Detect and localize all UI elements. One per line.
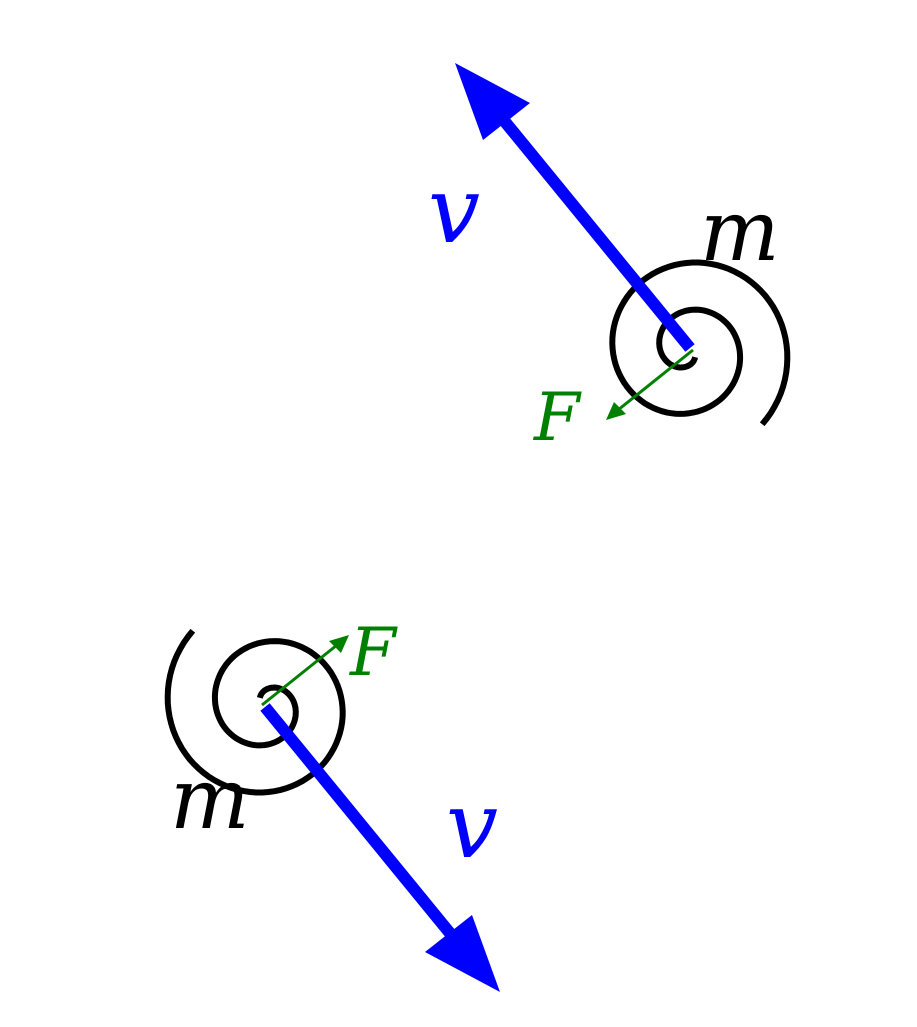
force-vector bbox=[261, 643, 338, 707]
velocity-arrowhead bbox=[455, 63, 530, 140]
force-arrowhead bbox=[606, 402, 626, 420]
force-arrowhead bbox=[329, 635, 349, 653]
body-bottom bbox=[164, 628, 500, 992]
mass-label-top: m bbox=[700, 182, 780, 280]
velocity-label-top: v bbox=[428, 157, 480, 264]
velocity-vector bbox=[492, 108, 695, 352]
spiral-mass bbox=[609, 259, 791, 427]
force-label-bottom: F bbox=[349, 614, 398, 691]
force-vector bbox=[617, 348, 694, 412]
velocity-label-bottom: v bbox=[446, 772, 498, 879]
body-top bbox=[455, 63, 791, 427]
force-label-top: F bbox=[533, 379, 582, 456]
velocity-vector bbox=[260, 703, 463, 947]
spiral-mass bbox=[164, 628, 346, 796]
velocity-arrowhead bbox=[425, 915, 500, 992]
mass-label-bottom: m bbox=[170, 750, 250, 848]
